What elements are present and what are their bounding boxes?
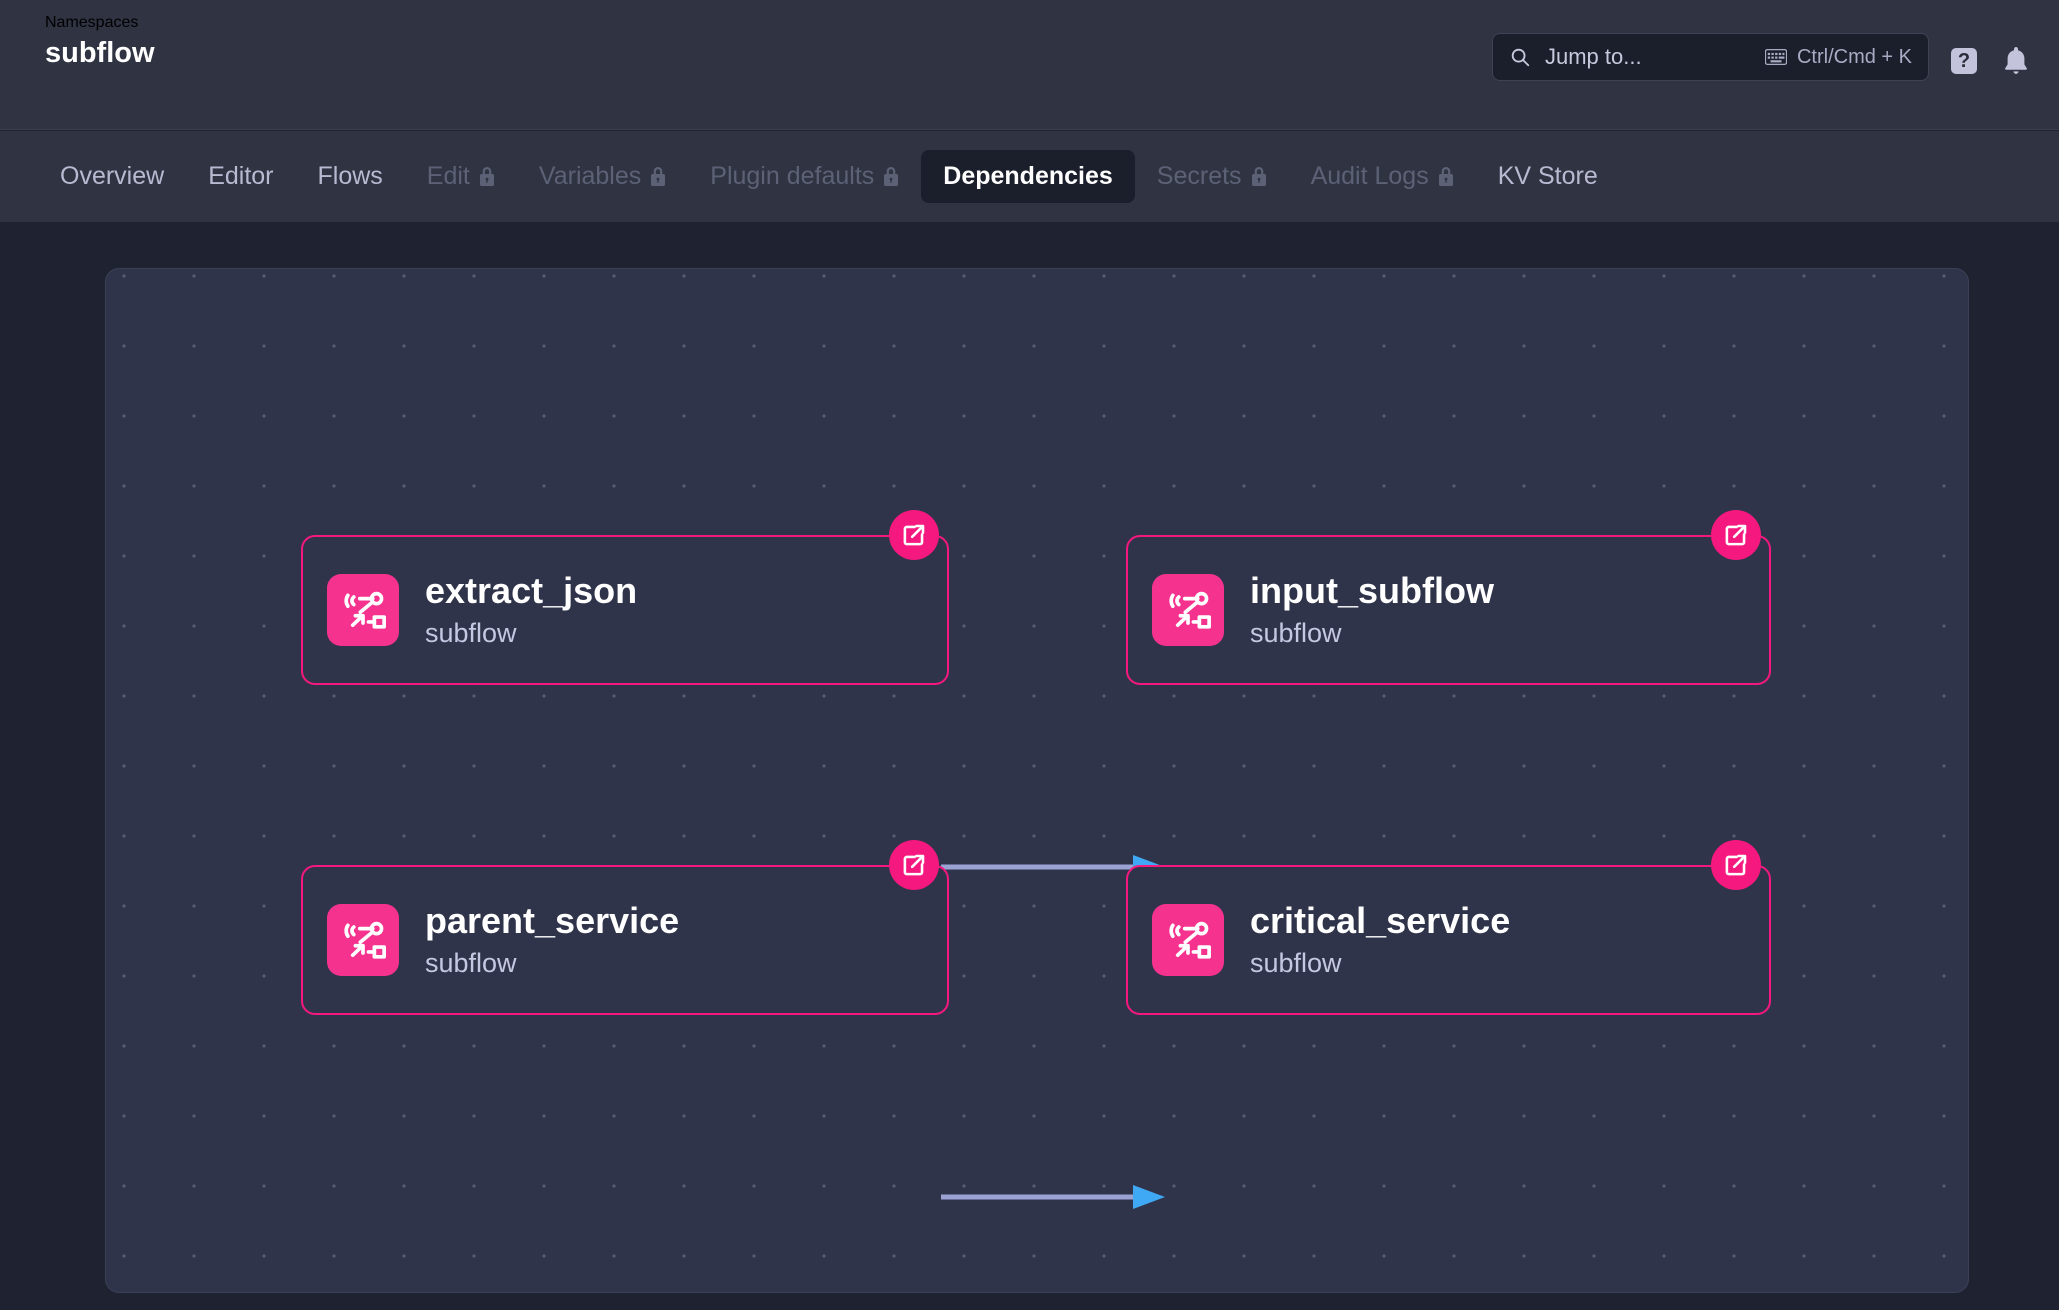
tab-label: Secrets — [1156, 162, 1242, 190]
tab-label: Edit — [426, 162, 470, 190]
subflow-icon — [327, 904, 399, 976]
open-flow-button-parent-service[interactable] — [889, 840, 939, 890]
bell-icon — [2005, 47, 2027, 74]
breadcrumb-parent[interactable]: Namespaces — [45, 14, 139, 31]
tab-plugin-defaults: Plugin defaults — [688, 150, 921, 203]
open-flow-button-extract-json[interactable] — [889, 510, 939, 560]
node-subtitle: subflow — [1250, 618, 1342, 648]
tab-editor[interactable]: Editor — [186, 150, 295, 203]
node-title: input_subflow — [1250, 570, 1494, 611]
canvas-dot-grid — [106, 269, 1968, 1292]
external-link-icon — [1725, 524, 1747, 546]
tab-label: Variables — [538, 162, 642, 190]
node-title: extract_json — [425, 570, 638, 611]
keyboard-icon — [1764, 49, 1787, 65]
lock-icon — [1251, 167, 1266, 186]
tab-secrets: Secrets — [1135, 150, 1289, 203]
external-link-icon — [1725, 854, 1747, 876]
external-link-icon — [903, 854, 925, 876]
node-subtitle: subflow — [425, 618, 517, 648]
tab-flows[interactable]: Flows — [296, 150, 405, 203]
node-subtitle: subflow — [425, 948, 517, 978]
subflow-glyph-icon — [344, 921, 386, 959]
subflow-icon — [1152, 574, 1224, 646]
tab-bar: Overview Editor Flows Edit Variables Plugin… — [0, 131, 2059, 222]
lock-icon — [479, 167, 494, 186]
open-flow-button-input-subflow[interactable] — [1711, 510, 1761, 560]
edge-parent-service-to-critical-service — [941, 1185, 1165, 1209]
lock-icon — [1438, 167, 1453, 186]
breadcrumb: Namespaces subflow — [45, 14, 155, 71]
node-subtitle: subflow — [1250, 948, 1342, 978]
page-title: subflow — [45, 37, 155, 69]
notifications-button[interactable] — [2001, 44, 2031, 78]
tab-label: Flows — [317, 162, 383, 190]
search-box[interactable]: Jump to... Ctrl/Cmd + K — [1492, 33, 1929, 81]
tab-dependencies[interactable]: Dependencies — [921, 150, 1135, 203]
tab-label: Overview — [60, 162, 165, 190]
subflow-glyph-icon — [1169, 921, 1211, 959]
tab-label: Editor — [208, 162, 274, 190]
help-button[interactable]: ? — [1951, 48, 1977, 74]
external-link-icon — [903, 524, 925, 546]
tab-overview[interactable]: Overview — [38, 150, 186, 203]
search-shortcut-label: Ctrl/Cmd + K — [1796, 45, 1912, 68]
node-title: critical_service — [1250, 900, 1511, 941]
tab-label: KV Store — [1497, 162, 1598, 190]
open-flow-button-critical-service[interactable] — [1711, 840, 1761, 890]
tab-variables: Variables — [517, 150, 688, 203]
search-icon — [1511, 48, 1530, 67]
tab-label: Audit Logs — [1310, 162, 1429, 190]
lock-icon — [651, 167, 666, 186]
top-header: Namespaces subflow Jump to... Ctrl/Cmd +… — [0, 0, 2059, 130]
tab-edit: Edit — [405, 150, 517, 203]
subflow-icon — [327, 574, 399, 646]
tab-label: Plugin defaults — [710, 162, 875, 190]
subflow-glyph-icon — [344, 591, 386, 629]
search-input[interactable]: Jump to... — [1545, 44, 1642, 69]
lock-icon — [884, 167, 899, 186]
subflow-glyph-icon — [1169, 591, 1211, 629]
tab-audit-logs: Audit Logs — [1289, 150, 1476, 203]
subflow-icon — [1152, 904, 1224, 976]
tab-label: Dependencies — [943, 162, 1113, 190]
tab-kv-store[interactable]: KV Store — [1476, 150, 1620, 203]
node-title: parent_service — [425, 900, 680, 941]
